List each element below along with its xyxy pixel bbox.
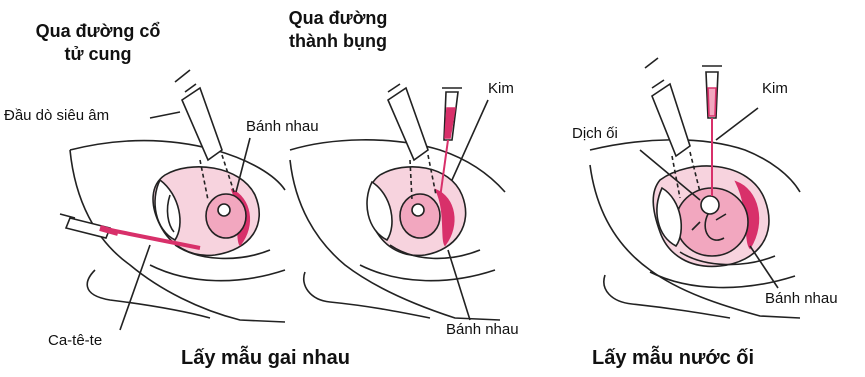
label-catheter: Ca-tê-te (48, 332, 102, 350)
label-amniotic-fluid: Dịch ối (572, 125, 618, 143)
caption-chorionic-villus-sampling: Lấy mẫu gai nhau (181, 346, 350, 370)
label-placenta-2: Bánh nhau (446, 321, 519, 339)
ultrasound-probe-3 (652, 84, 690, 156)
ultrasound-probe-2 (388, 88, 428, 160)
panel-transabdominal (290, 84, 505, 320)
label-ultrasound-probe: Đầu dò siêu âm (4, 107, 109, 125)
heading-transcervical: Qua đường cổ tử cung (28, 20, 168, 66)
heading-transcervical-line1: Qua đường cổ (28, 20, 168, 43)
ultrasound-probe-1 (182, 88, 222, 160)
heading-transabdominal-line2: thành bụng (268, 30, 408, 53)
label-needle-1: Kim (488, 80, 514, 98)
heading-transabdominal-line1: Qua đường (268, 7, 408, 30)
fetus-head (701, 196, 719, 214)
label-placenta-1: Bánh nhau (246, 118, 319, 136)
label-placenta-3: Bánh nhau (765, 290, 838, 308)
caption-amniocentesis: Lấy mẫu nước ối (592, 346, 754, 370)
heading-transcervical-line2: tử cung (28, 43, 168, 66)
heading-transabdominal: Qua đường thành bụng (268, 7, 408, 53)
label-needle-2: Kim (762, 80, 788, 98)
